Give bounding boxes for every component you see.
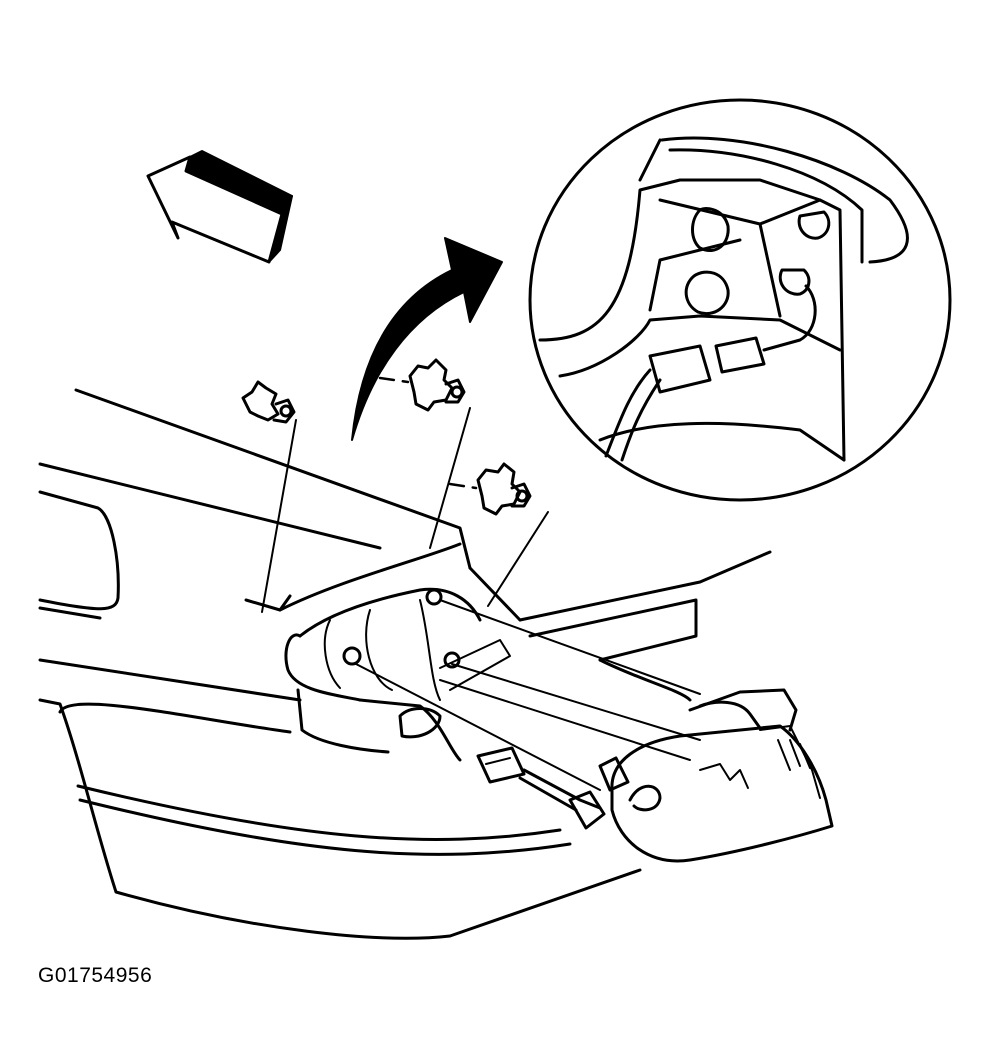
lamp-alignment-lines bbox=[355, 599, 701, 791]
curved-motion-arrow-icon bbox=[351, 237, 503, 441]
body-panel-structure bbox=[468, 550, 772, 702]
detail-inset bbox=[528, 98, 952, 502]
retainer-clip-left bbox=[241, 380, 296, 424]
figure-id-label: G01754956 bbox=[38, 964, 153, 987]
lamp-housing-opening bbox=[284, 587, 511, 762]
forward-direction-arrow-icon bbox=[146, 150, 293, 264]
wiring-connector bbox=[476, 746, 606, 830]
turn-signal-lamp-icon bbox=[598, 688, 834, 863]
retainer-clip-right bbox=[476, 462, 532, 516]
front-fascia bbox=[38, 388, 642, 940]
installation-guide-lines bbox=[261, 376, 549, 613]
retainer-clip-middle bbox=[408, 358, 466, 412]
